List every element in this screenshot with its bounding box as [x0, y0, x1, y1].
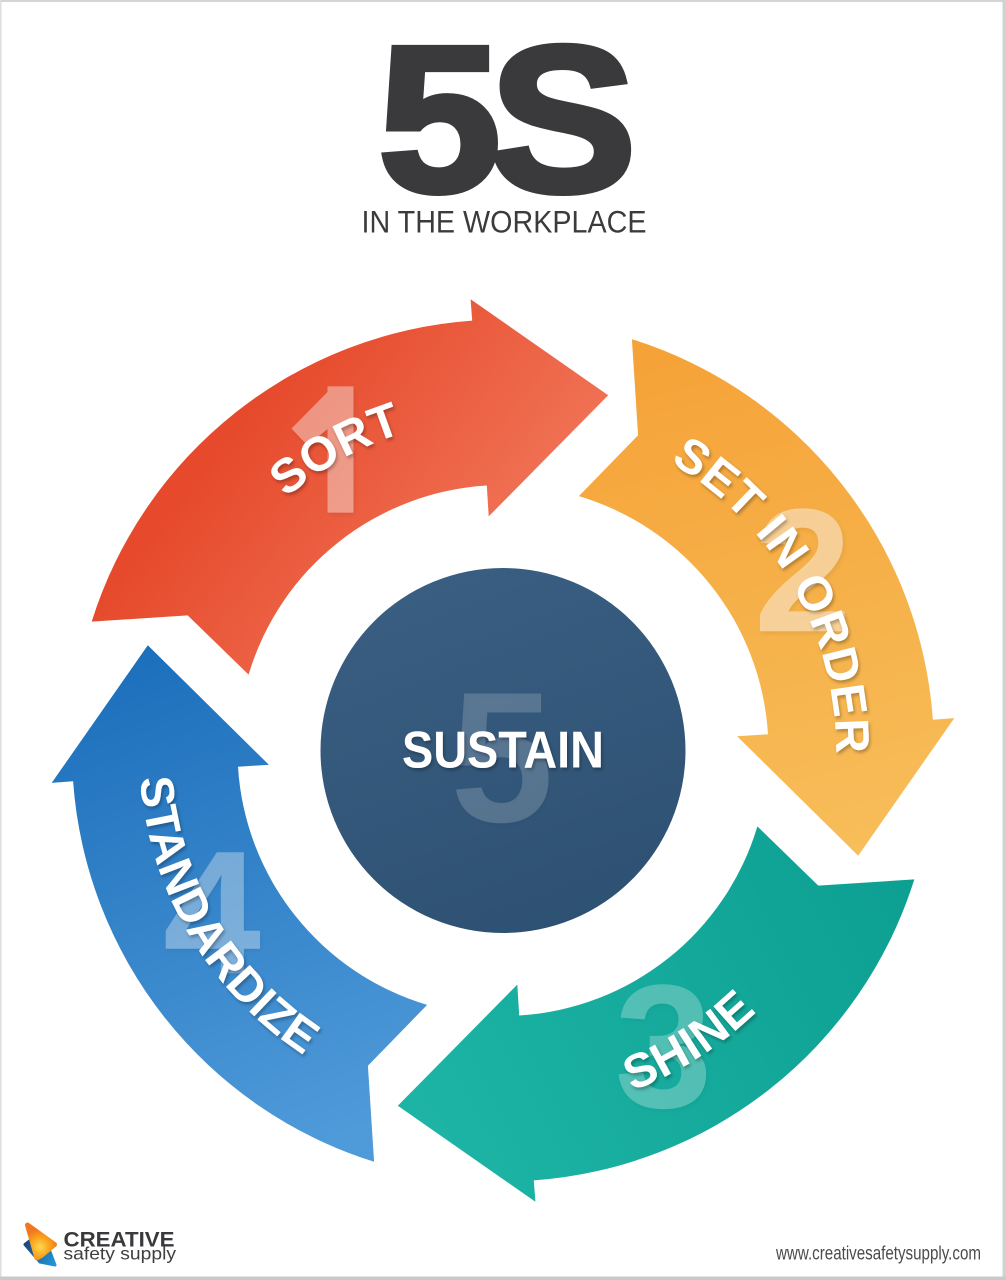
svg-text:5: 5	[450, 654, 553, 861]
svg-text:4: 4	[163, 815, 261, 1011]
svg-text:5S: 5S	[378, 4, 628, 236]
svg-text:IN THE WORKPLACE: IN THE WORKPLACE	[362, 204, 647, 240]
svg-text:SUSTAIN: SUSTAIN	[402, 722, 604, 780]
svg-text:3: 3	[615, 949, 713, 1145]
svg-text:CREATIVE: CREATIVE	[64, 1228, 175, 1252]
svg-text:www.creativesafetysupply.com: www.creativesafetysupply.com	[775, 1244, 981, 1265]
svg-text:2: 2	[754, 473, 852, 669]
svg-text:safety supply: safety supply	[64, 1244, 177, 1264]
